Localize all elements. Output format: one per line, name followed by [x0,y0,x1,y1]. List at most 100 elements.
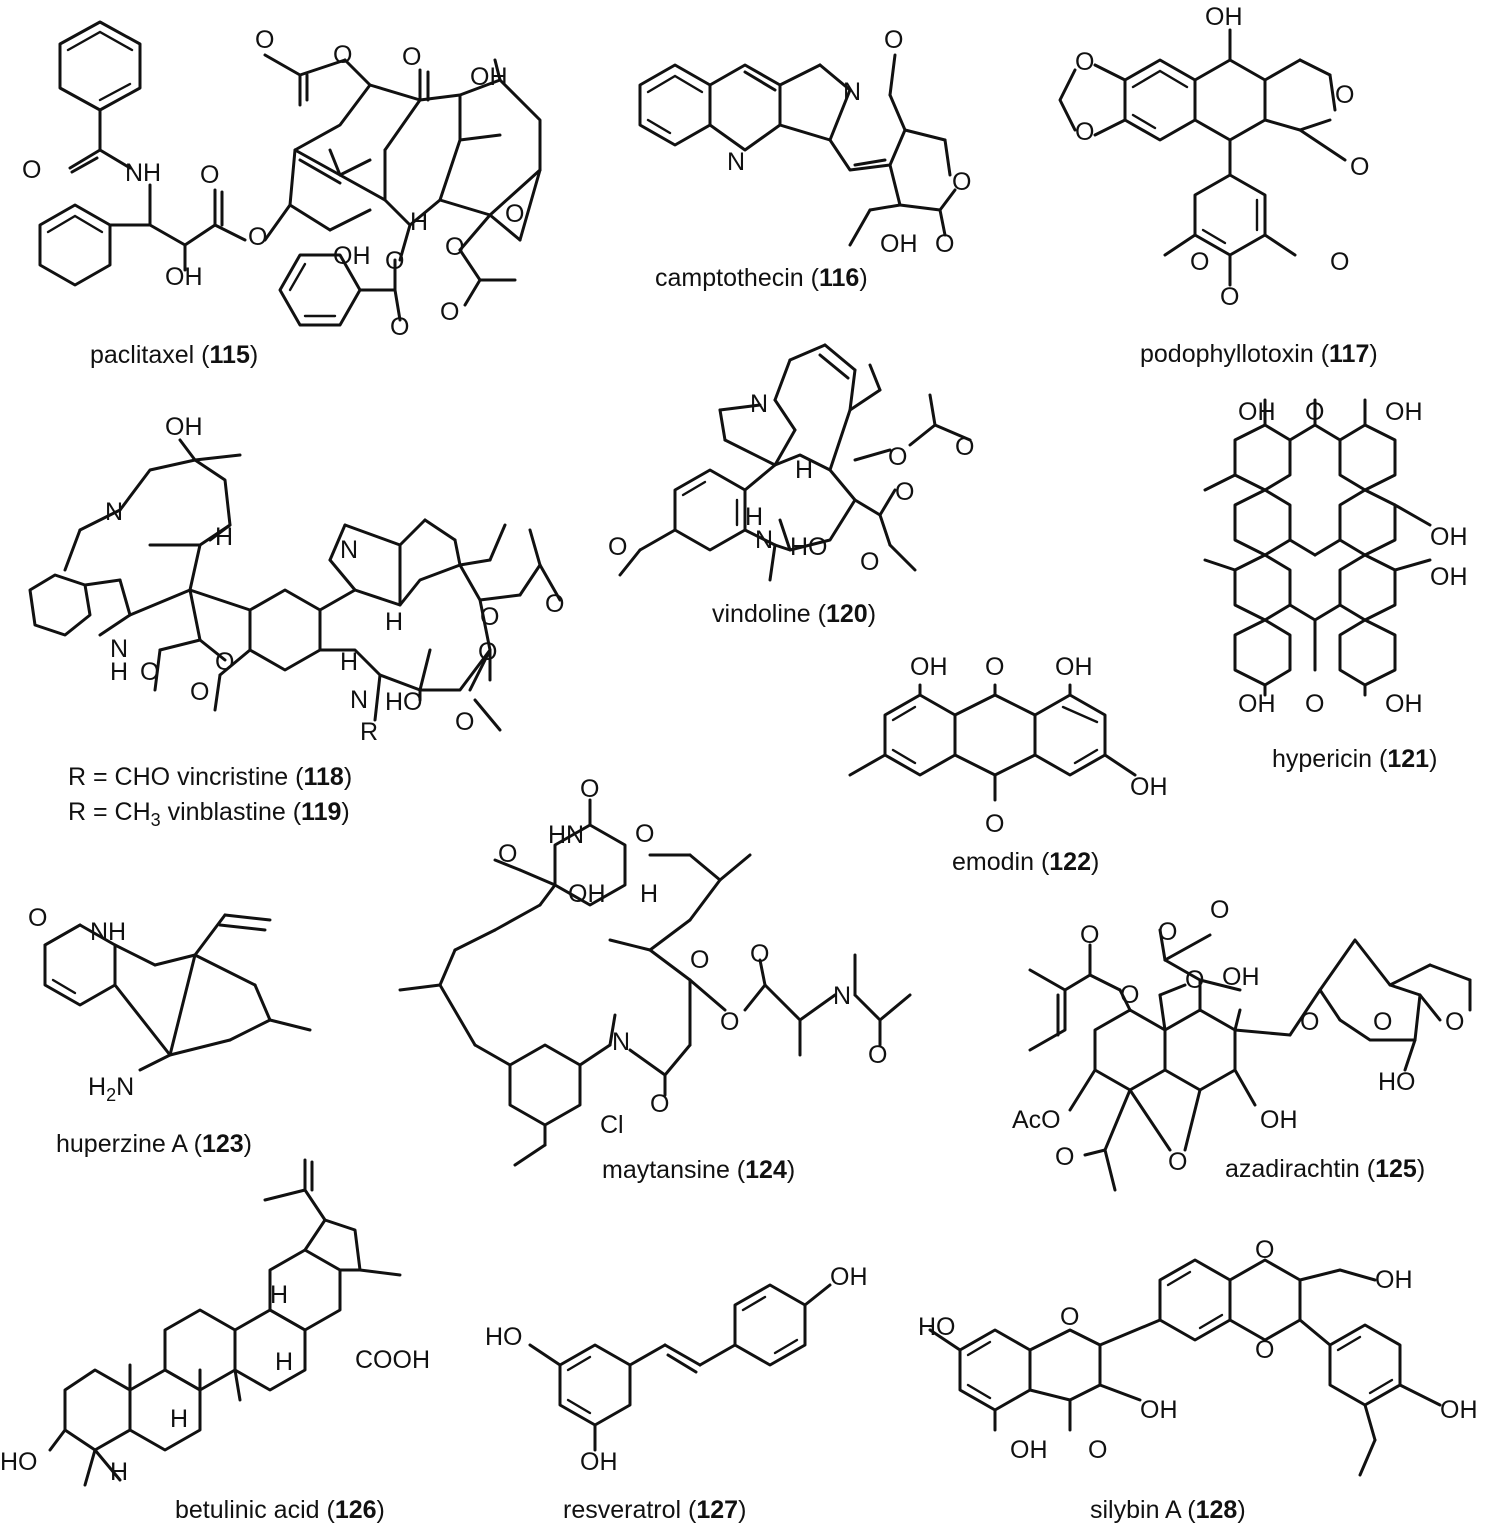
svg-text:silybin A (128): silybin A (128) [1090,1496,1246,1524]
svg-text:O: O [720,1008,739,1036]
svg-text:O: O [333,41,352,69]
svg-text:N: N [105,498,123,526]
svg-text:OH: OH [165,413,203,441]
svg-text:N: N [340,536,358,564]
svg-text:H: H [340,648,358,676]
svg-text:OH: OH [1430,523,1468,551]
svg-text:camptothecin (116): camptothecin (116) [655,264,868,292]
svg-text:COOH: COOH [355,1346,430,1374]
svg-text:HO: HO [790,533,828,561]
svg-text:OH: OH [1238,690,1276,718]
svg-text:O: O [402,43,421,71]
svg-text:HO: HO [385,688,423,716]
svg-text:O: O [860,548,879,576]
svg-text:O: O [1075,48,1094,76]
caption-camptothecin: camptothecin (116) [655,264,868,292]
structure-hypericin: OH O OH OH OH OH O OH [1203,398,1468,718]
svg-text:O: O [1080,921,1099,949]
svg-text:O: O [955,433,974,461]
svg-text:OH: OH [1430,563,1468,591]
svg-text:O: O [1220,283,1239,311]
svg-text:O: O [650,1090,669,1118]
svg-text:N: N [350,686,368,714]
svg-text:H: H [795,456,813,484]
svg-text:OH: OH [470,63,508,91]
svg-text:HO: HO [918,1313,956,1341]
caption-emodin: emodin (122) [952,848,1099,876]
svg-text:O: O [1055,1143,1074,1171]
svg-text:O: O [635,820,654,848]
svg-text:O: O [690,946,709,974]
svg-text:O: O [1075,118,1094,146]
structure-vinca-dimer: OH N H N H O O O N H H N R HO O O O O [28,413,564,746]
structure-podophyllotoxin: OH O O O O O O O [1058,3,1369,311]
svg-text:N: N [750,390,768,418]
structure-huperzine: O NH H2N [28,904,312,1105]
structure-silybin: HO O OH O OH O O OH OH [918,1236,1478,1477]
svg-text:O: O [455,708,474,736]
structure-emodin: OH O OH OH O [848,653,1168,838]
svg-text:NH: NH [90,918,126,946]
svg-text:Cl: Cl [600,1111,624,1139]
svg-text:O: O [868,1041,887,1069]
caption-silybin: silybin A (128) [1090,1496,1246,1524]
svg-text:OH: OH [1222,963,1260,991]
svg-text:OH: OH [1205,3,1243,31]
svg-text:H: H [410,208,428,236]
structure-resveratrol: HO OH OH [485,1263,868,1476]
svg-text:O: O [1305,690,1324,718]
svg-text:O: O [1300,1008,1319,1036]
svg-text:N: N [843,78,861,106]
svg-text:O: O [478,638,497,666]
svg-text:H: H [215,523,233,551]
svg-text:R = CHO vincristine (118): R = CHO vincristine (118) [68,763,352,791]
structure-camptothecin: N N O O OH O [638,26,971,258]
caption-hypericin: hypericin (121) [1272,745,1437,773]
svg-text:paclitaxel (115): paclitaxel (115) [90,341,258,369]
svg-text:OH: OH [1260,1106,1298,1134]
svg-text:OH: OH [1375,1266,1413,1294]
svg-text:O: O [255,26,274,54]
svg-text:OH: OH [830,1263,868,1291]
svg-text:OH: OH [1055,653,1093,681]
svg-text:OH: OH [1440,1396,1478,1424]
svg-text:O: O [985,653,1004,681]
svg-text:H: H [640,880,658,908]
svg-text:OH: OH [580,1448,618,1476]
caption-azadirachtin: azadirachtin (125) [1225,1155,1425,1183]
svg-text:O: O [545,590,564,618]
svg-text:azadirachtin (125): azadirachtin (125) [1225,1155,1425,1183]
caption-vinblastine: R = CH3 vinblastine (119) [68,798,350,830]
svg-text:O: O [952,168,971,196]
svg-text:O: O [580,775,599,803]
svg-text:H: H [275,1348,293,1376]
svg-text:OH: OH [333,242,371,270]
svg-text:H: H [170,1405,188,1433]
svg-text:AcO: AcO [1012,1106,1061,1134]
caption-vindoline: vindoline (120) [712,600,876,628]
svg-text:OH: OH [1385,398,1423,426]
svg-text:HN: HN [548,821,584,849]
svg-text:OH: OH [1385,690,1423,718]
svg-text:H: H [270,1281,288,1309]
svg-text:O: O [1060,1303,1079,1331]
svg-text:O: O [440,298,459,326]
svg-text:OH: OH [1140,1396,1178,1424]
svg-text:H: H [110,658,128,686]
svg-text:O: O [385,247,404,275]
svg-text:OH: OH [568,880,606,908]
svg-text:N: N [612,1028,630,1056]
caption-podophyllotoxin: podophyllotoxin (117) [1140,340,1378,368]
svg-text:hypericin (121): hypericin (121) [1272,745,1437,773]
svg-text:O: O [1158,918,1177,946]
svg-text:R = CH3 vinblastine (119): R = CH3 vinblastine (119) [68,798,350,830]
svg-text:O: O [1255,1336,1274,1364]
svg-text:O: O [1185,966,1204,994]
svg-text:O: O [140,658,159,686]
svg-text:O: O [1373,1008,1392,1036]
svg-text:R: R [360,718,378,746]
svg-text:O: O [22,156,41,184]
svg-text:podophyllotoxin (117): podophyllotoxin (117) [1140,340,1378,368]
svg-text:OH: OH [1238,398,1276,426]
caption-betulinic-acid: betulinic acid (126) [175,1496,385,1524]
